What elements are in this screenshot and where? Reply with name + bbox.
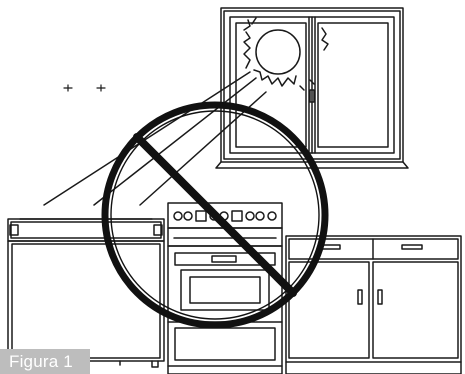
sun-rays: [44, 72, 266, 205]
window-icon: [216, 8, 408, 168]
figure-caption: Figura 1: [0, 349, 90, 374]
tick-marks: [64, 85, 105, 91]
cabinet-icon: [286, 236, 461, 374]
